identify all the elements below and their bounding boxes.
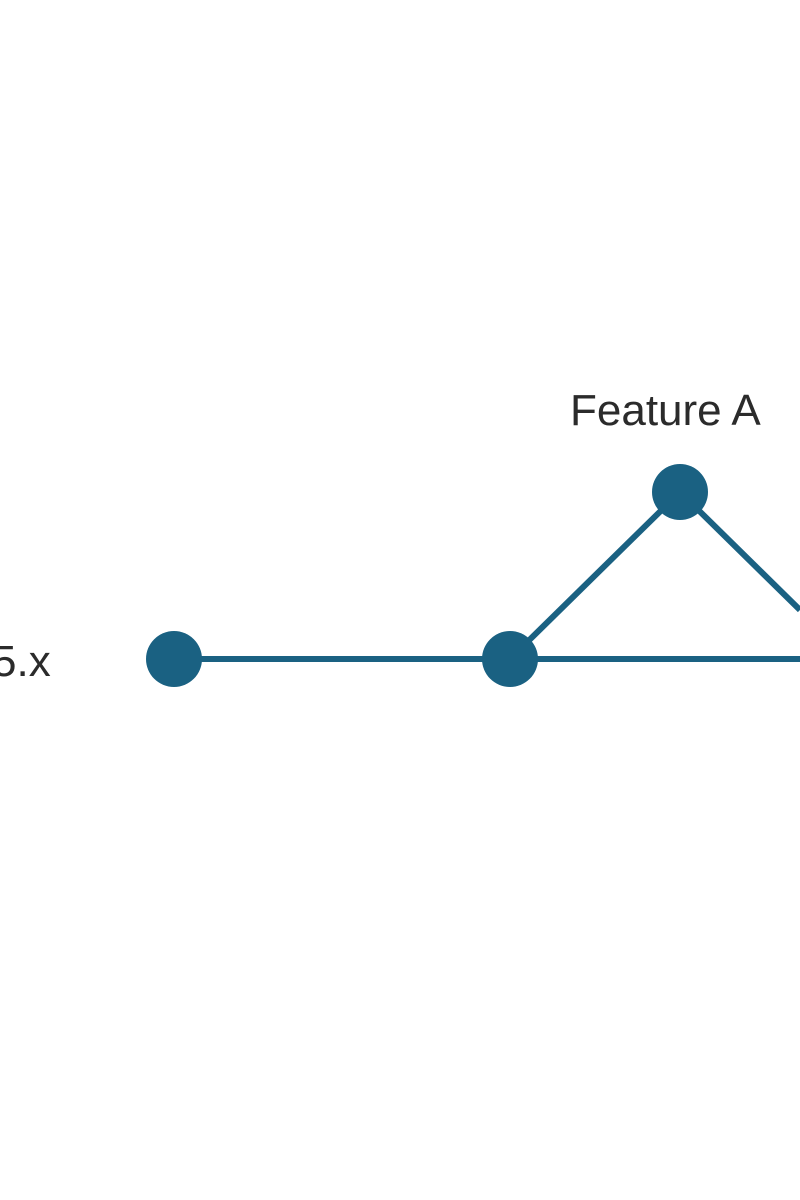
version-label: 5.x — [0, 637, 51, 686]
feature-branch-out-line — [507, 489, 683, 662]
feature-node — [652, 464, 708, 520]
feature-branch-merge-line — [677, 489, 800, 613]
fork-node — [482, 631, 538, 687]
feature-label: Feature A — [570, 386, 761, 435]
version-node — [146, 631, 202, 687]
